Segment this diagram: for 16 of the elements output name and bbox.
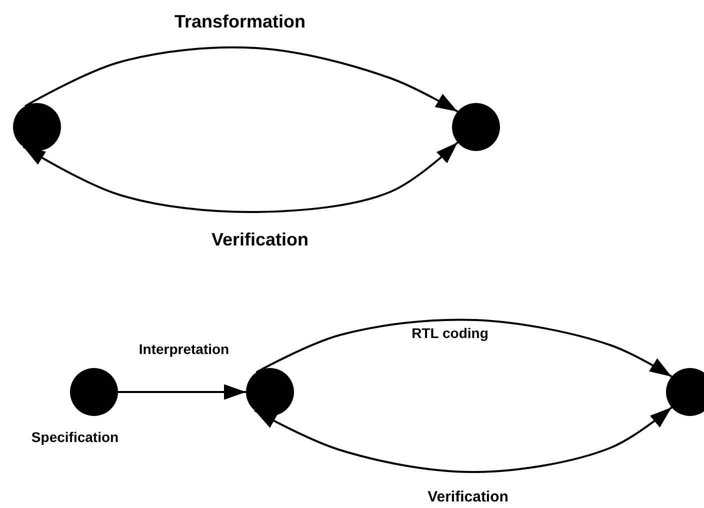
arrow (254, 406, 672, 473)
arrow (22, 142, 458, 213)
edge-label: RTL coding (412, 325, 488, 341)
circle-node (452, 103, 500, 151)
edge-label: Interpretation (138, 341, 230, 357)
circle-node (70, 368, 118, 416)
edge-label: Transformation (174, 12, 306, 32)
edge-label: Verification (428, 488, 508, 506)
node-caption: Specification (31, 429, 119, 445)
circle-node (13, 103, 61, 151)
arrow (118, 384, 246, 400)
edge-label: Verification (211, 230, 309, 250)
circle-node (666, 368, 704, 416)
arrow (256, 318, 672, 378)
circle-node (246, 368, 294, 416)
arrow (24, 46, 458, 112)
